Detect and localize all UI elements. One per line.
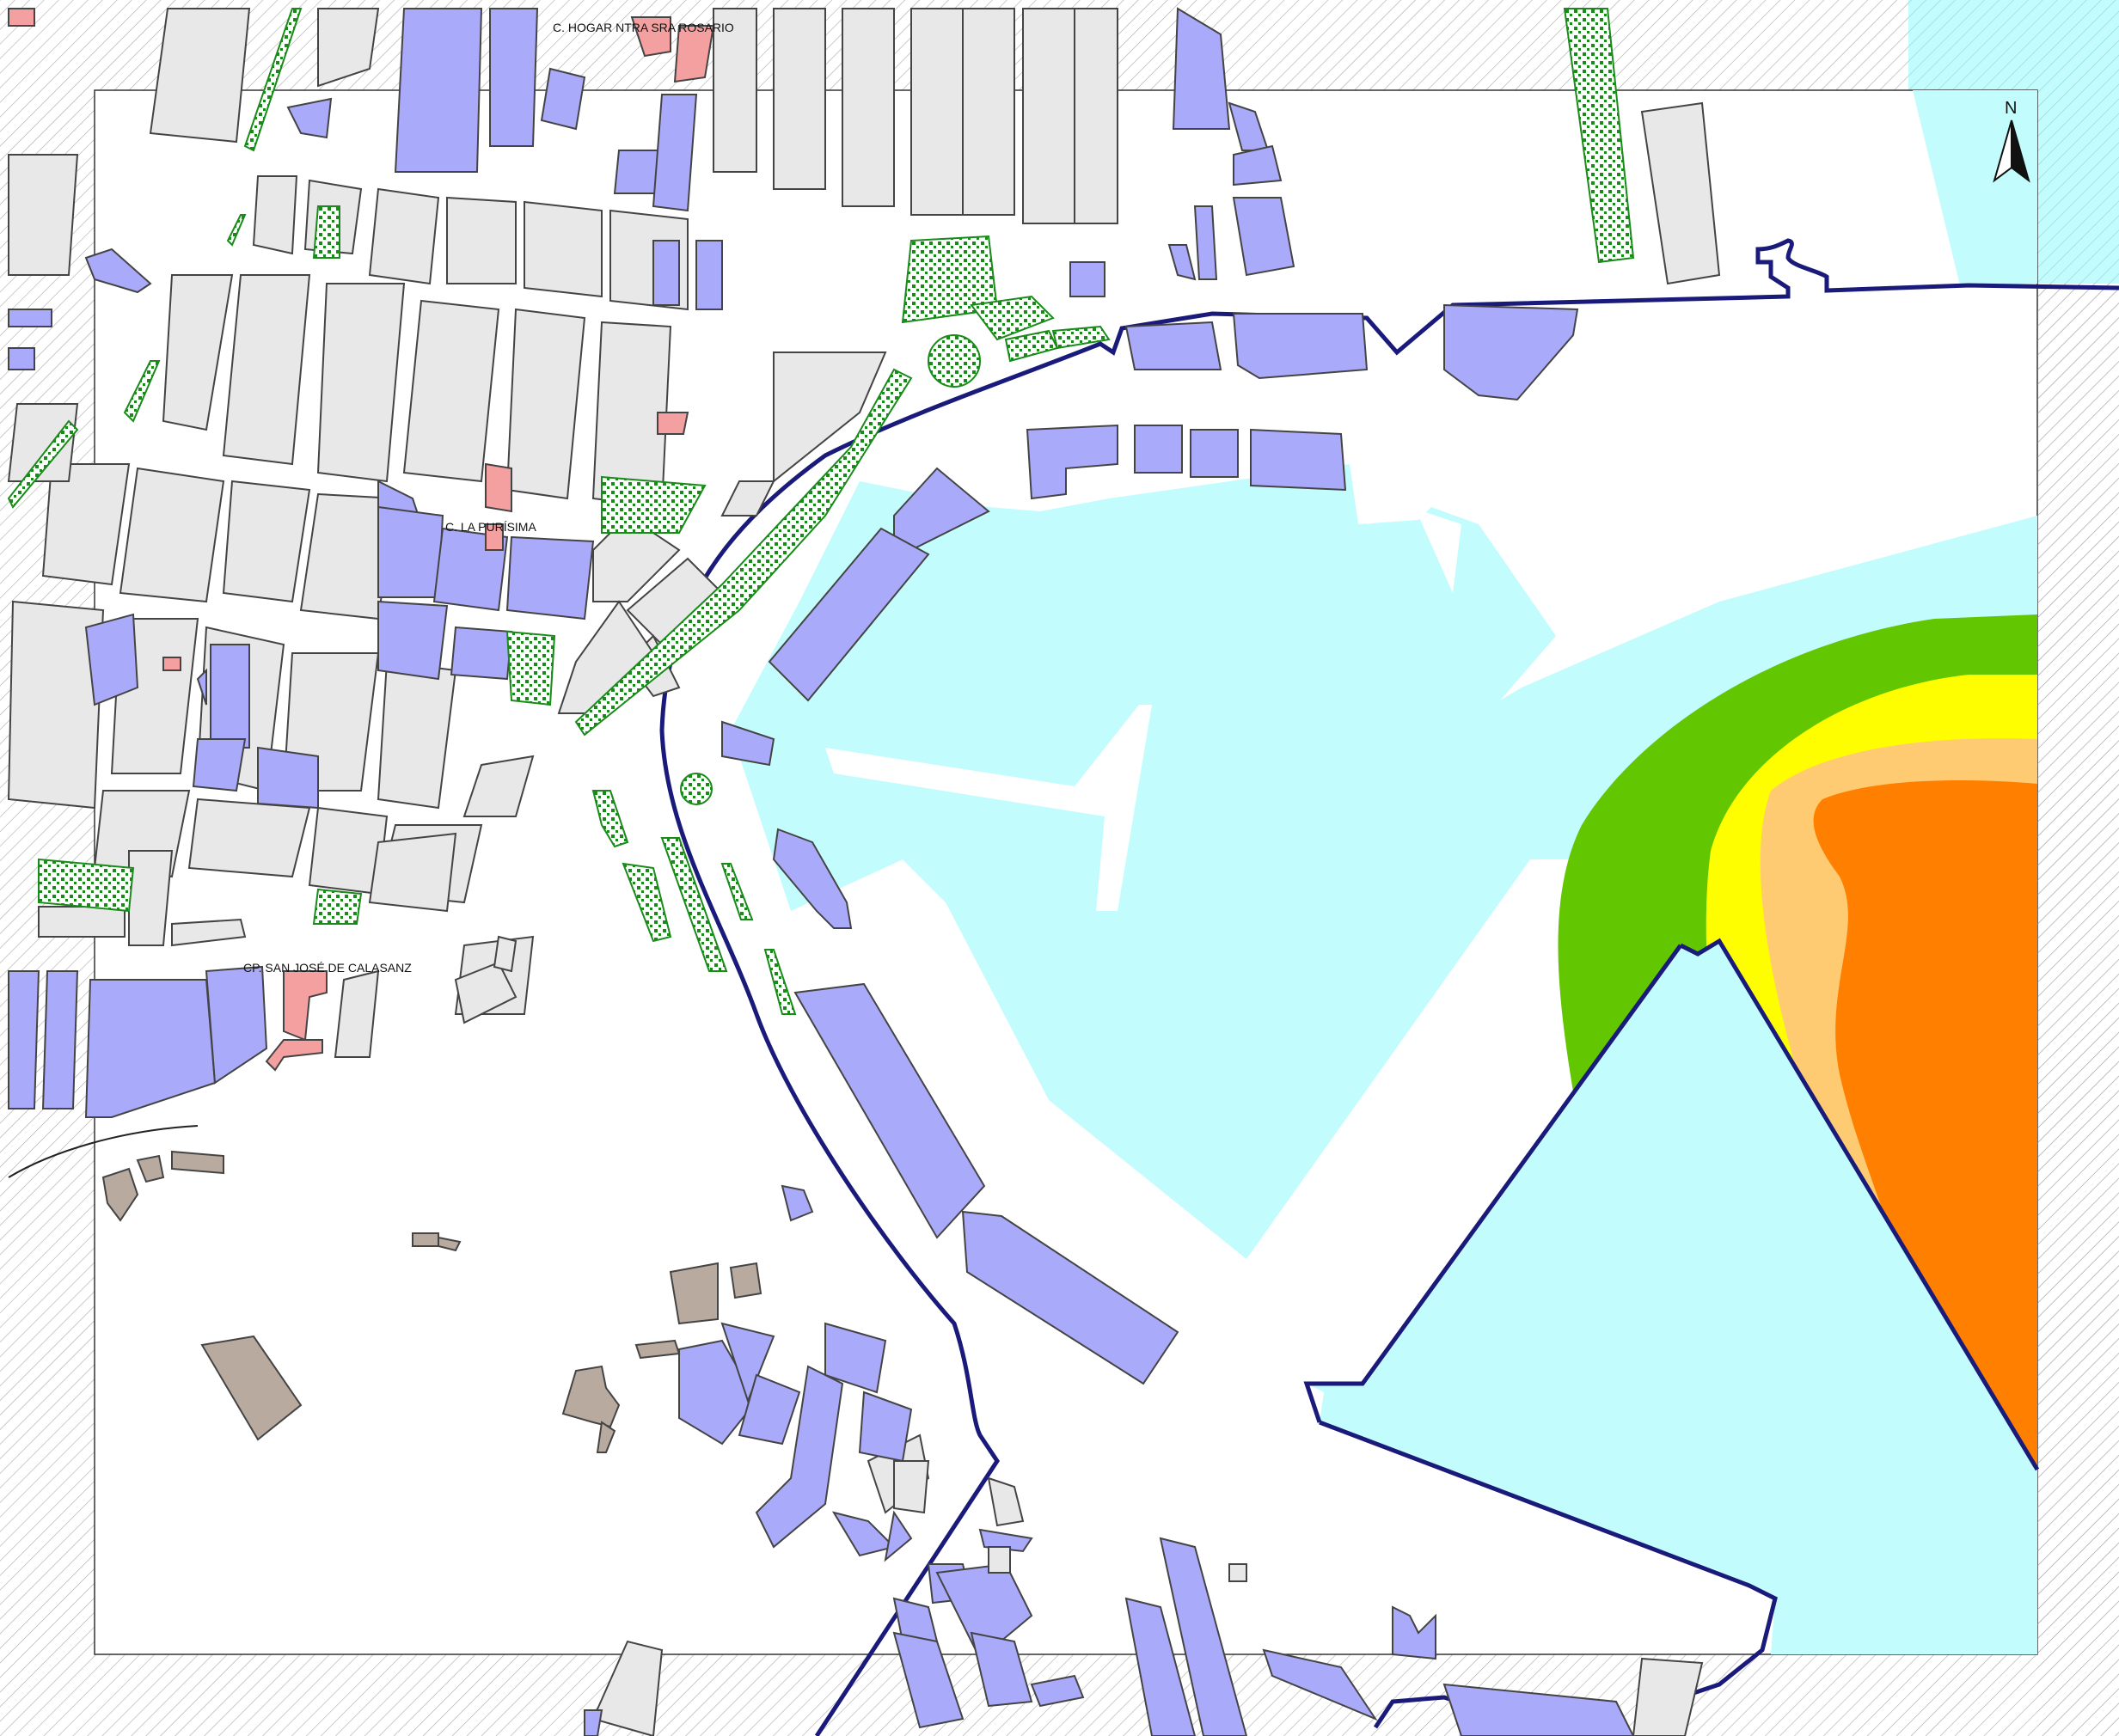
pier-white: [825, 705, 1152, 911]
label-hogar: C. HOGAR NTRA SRA ROSARIO: [553, 21, 734, 34]
right-hatch: [2037, 284, 2119, 1736]
blue-buildings: [8, 7, 1635, 1736]
parks: [7, 8, 1635, 1015]
port-boundary: [659, 238, 2119, 1736]
triangle-water: [1307, 941, 2037, 1654]
north-label: N: [2005, 99, 2018, 118]
pier-white-2: [1350, 464, 1461, 593]
pink-buildings: [8, 8, 715, 1072]
railway: [8, 1125, 199, 1178]
zone-orange: [1813, 779, 2037, 1513]
north-arrow-icon: [1993, 119, 2030, 183]
dock-water: [731, 464, 2037, 1259]
gray-buildings: [7, 8, 1721, 1736]
brown-buildings: [101, 1150, 762, 1453]
label-purisima: C. LA PURÍSIMA: [445, 520, 536, 534]
label-calasanz: CP. SAN JOSÉ DE CALASANZ: [243, 961, 412, 975]
outline-buildings: [893, 1460, 1247, 1582]
